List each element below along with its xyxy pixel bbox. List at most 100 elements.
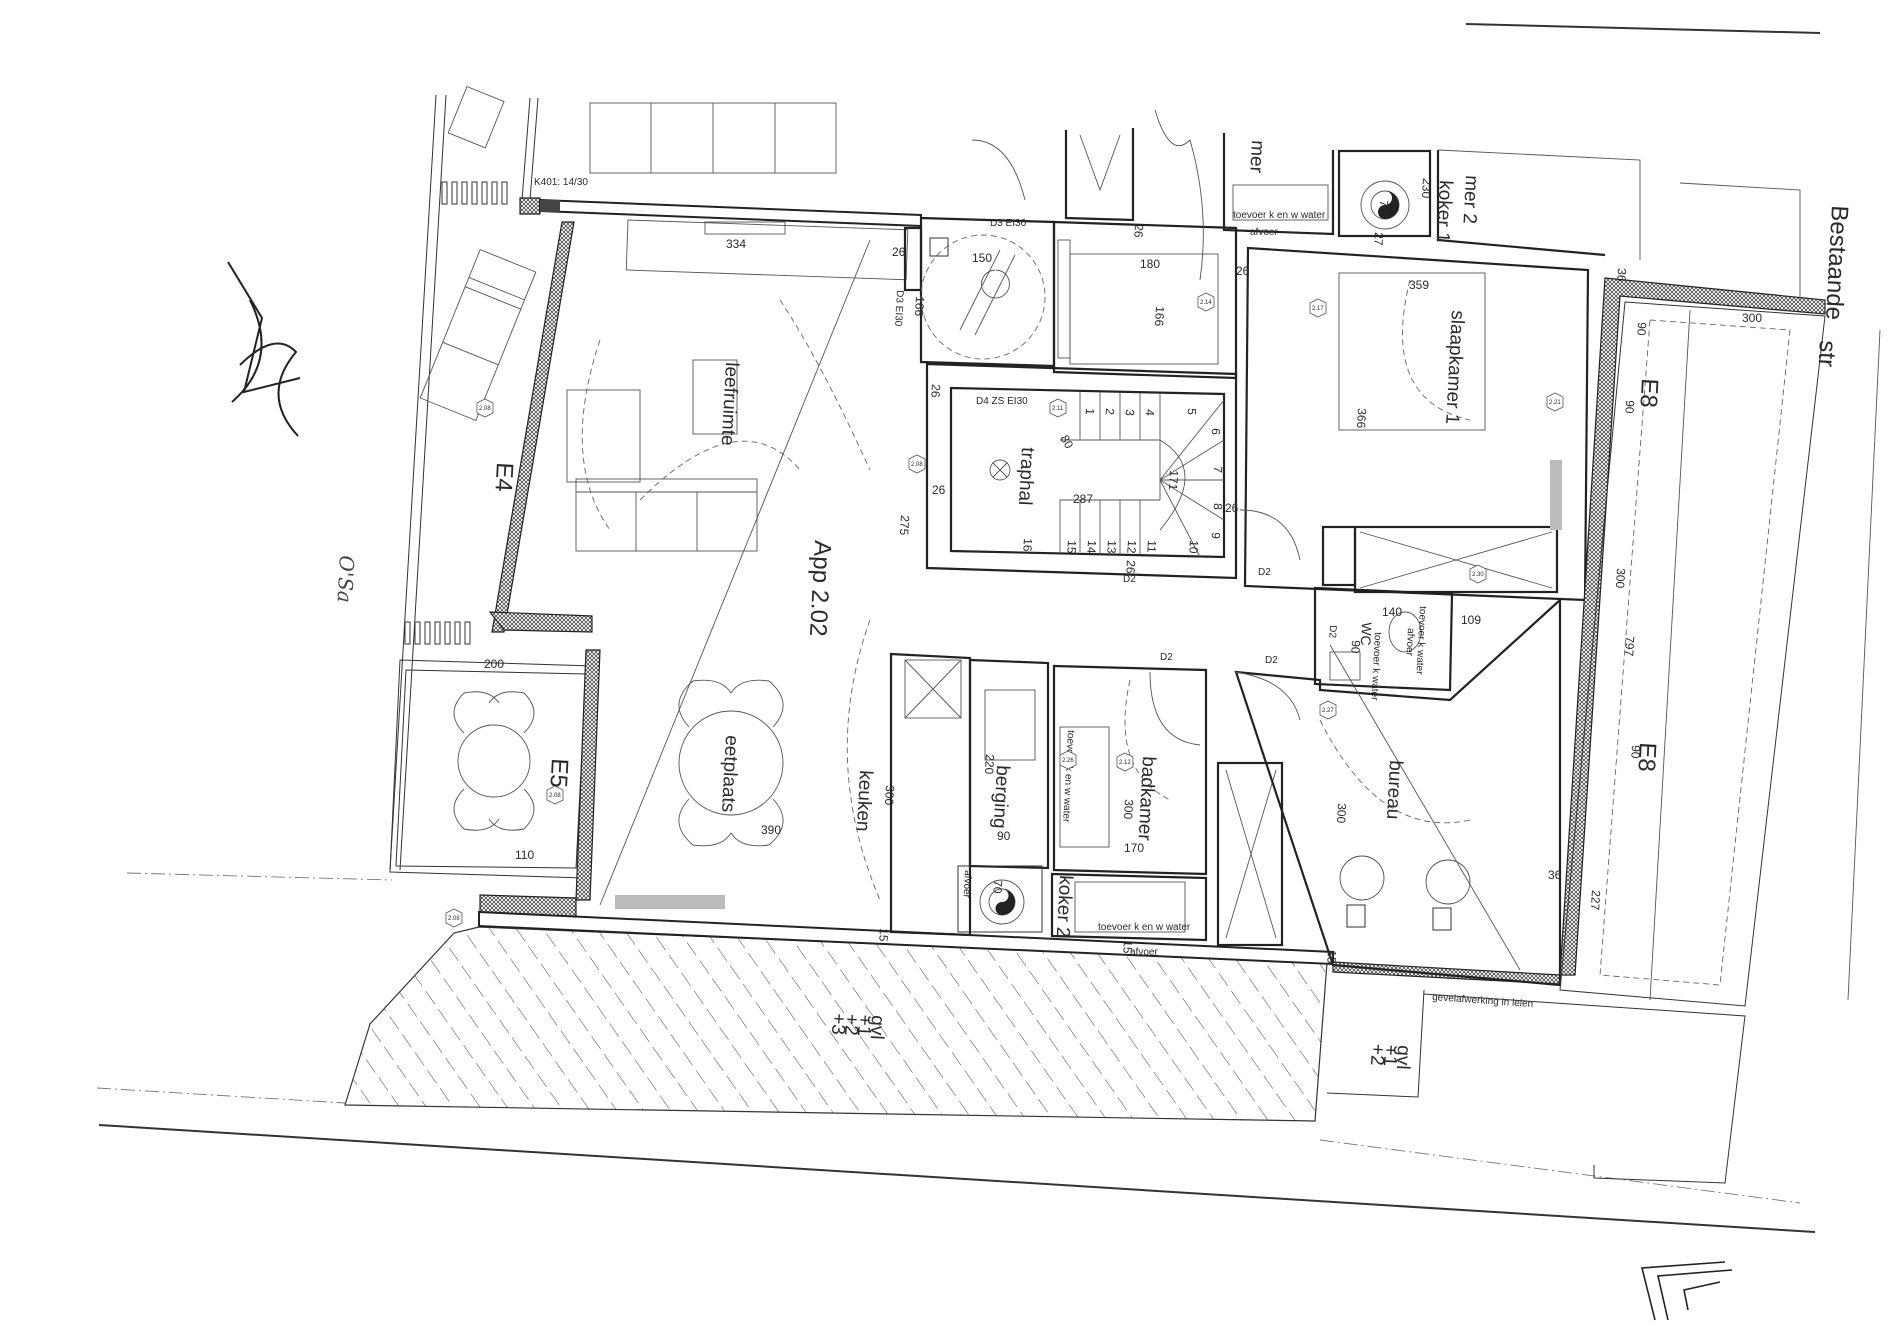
- note-afvoer-top: afvoer: [1250, 227, 1278, 238]
- step-4: 4: [1143, 409, 1157, 417]
- outdoor-sofa: [589, 102, 837, 174]
- bureau-room: [1234, 597, 1562, 987]
- dim-30: 36: [1614, 268, 1629, 282]
- room-tag-4: 2.14: [1200, 300, 1212, 306]
- note-afvoer-bottom: afvoer: [1130, 947, 1158, 958]
- room-label-mer-2: mer 2: [1458, 175, 1482, 225]
- wall-top-mark: [540, 200, 560, 212]
- step-10: 10: [1186, 540, 1201, 554]
- stair-step-numbers: 1 2 3 4 5 6 7 8 9 10 11 12 13 14 15 16 8…: [1020, 408, 1225, 554]
- dim-25: 797: [1622, 636, 1637, 657]
- note-k401: K401: 14/30: [534, 177, 588, 188]
- door-label-d3-side: D3 EI30: [892, 290, 905, 327]
- terrace-label-e8-bottom: E8: [1632, 742, 1660, 773]
- wall-top: [519, 197, 541, 215]
- dim-6: 366: [1354, 408, 1369, 429]
- terrace-e4: [389, 85, 539, 871]
- dim-2: 180: [1140, 257, 1160, 271]
- dim-38: 26: [1123, 560, 1138, 574]
- upper-room: [1052, 220, 1238, 380]
- room-tag-5: 2.17: [1312, 306, 1324, 312]
- floor-left-1: +1: [853, 1014, 875, 1037]
- living-furniture: [566, 299, 871, 552]
- top-rooms: [1064, 109, 1801, 300]
- step-11: 11: [1144, 540, 1159, 553]
- note-toevoer-bottom: toevoer k en w water: [1098, 922, 1191, 933]
- dim-29: 230: [1419, 178, 1434, 199]
- lift-area: [903, 216, 1056, 368]
- dim-20: 90: [1348, 640, 1363, 654]
- note-toevoer-wc-2: toevoer k water: [1368, 632, 1383, 702]
- room-tag-2: 2.08: [448, 916, 460, 922]
- dim-24: 300: [1613, 568, 1628, 589]
- door-label-d4: D4 ZS EI30: [976, 396, 1028, 407]
- note-afvoer-wc: afvoer: [1404, 628, 1416, 657]
- step-13: 13: [1104, 540, 1119, 554]
- door-label-d2-4: D2: [1258, 567, 1271, 578]
- floor-left-2: +2: [840, 1013, 862, 1036]
- dim-7: 287: [1073, 492, 1093, 506]
- tv-unit: [704, 221, 786, 235]
- unit-label: App 2.02: [804, 540, 836, 637]
- dim-37: 26: [1131, 224, 1146, 238]
- room-label-koker-1: koker 1: [1432, 180, 1456, 243]
- storage-room: [957, 658, 1050, 933]
- room-tag-3: 2.08: [911, 462, 923, 468]
- room-tag-1: 2.08: [549, 793, 561, 799]
- floor-right-0: gvl: [1392, 1045, 1414, 1070]
- radiator-bedroom: [1550, 460, 1562, 530]
- dim-42: 70: [990, 880, 1005, 894]
- signature: [227, 261, 301, 437]
- dim-43: 70: [1376, 200, 1391, 214]
- floor-left-3: +3: [827, 1013, 849, 1036]
- room-label-slaapkamer: slaapkamer 1: [1441, 310, 1468, 425]
- note-gevel: gevelafwerking in leien: [1432, 992, 1534, 1010]
- note-afvoer-keuken: afvoer: [961, 870, 973, 899]
- sight-line: [599, 239, 871, 906]
- dim-13: 220: [982, 754, 997, 775]
- street-label-bestaande: Bestaande: [1820, 205, 1853, 321]
- dim-36: 26: [1225, 501, 1239, 515]
- bathroom: [1050, 664, 1208, 942]
- stair-mid: 171: [1166, 470, 1181, 491]
- room-tag-0: 2.08: [479, 406, 491, 412]
- dim-41: 15: [1120, 940, 1135, 954]
- step-12: 12: [1124, 540, 1139, 554]
- wall-bottom-right: [1332, 961, 1561, 985]
- room-tags: 2.08 2.08 2.08 2.08 2.14 2.17 2.21 2.30 …: [445, 292, 1564, 928]
- dim-15: 170: [1124, 841, 1144, 855]
- dining-table: [678, 679, 784, 847]
- extension-outline: [1326, 989, 1746, 1321]
- step-2: 2: [1103, 408, 1117, 416]
- context-lines: [96, 23, 1881, 1233]
- dim-8: 275: [897, 515, 912, 536]
- dim-26: 90: [1628, 745, 1643, 759]
- dim-40: 15: [1324, 950, 1339, 964]
- floor-left-0: gvl: [866, 1015, 888, 1040]
- room-label-keuken: keuken: [852, 770, 876, 832]
- room-tag-8: 2.26: [1062, 758, 1074, 764]
- stair-hall: [925, 362, 1238, 580]
- room-tag-11: 2.11: [1052, 406, 1064, 412]
- room-tag-10: 2.27: [1322, 708, 1334, 714]
- room-label-eetplaats: eetplaats: [717, 735, 742, 813]
- dim-12: 300: [882, 785, 897, 806]
- door-label-d2-1: D2: [1160, 652, 1173, 663]
- dim-10: 110: [515, 848, 534, 862]
- door-swings: [971, 139, 1301, 746]
- dimensions: 334 150 180 166 166 359 366 287 275 200 …: [484, 178, 1762, 964]
- step-7: 7: [1211, 466, 1225, 474]
- dim-1: 150: [972, 251, 992, 265]
- terrace-label-e5: E5: [544, 758, 572, 789]
- step-3: 3: [1123, 409, 1137, 417]
- dim-35: 26: [1236, 264, 1250, 278]
- dim-16: 300: [1121, 799, 1136, 820]
- step-14: 14: [1084, 540, 1099, 554]
- note-toevoer-wc: toevoer k water: [1413, 606, 1428, 676]
- lounge-chair: [419, 249, 537, 421]
- dim-23: 90: [1622, 400, 1637, 414]
- terrace-label-e4: E4: [489, 462, 517, 493]
- dim-39: 15: [876, 928, 891, 942]
- terrace-label-e8-top: E8: [1634, 378, 1662, 409]
- dim-4: 166: [1152, 306, 1167, 327]
